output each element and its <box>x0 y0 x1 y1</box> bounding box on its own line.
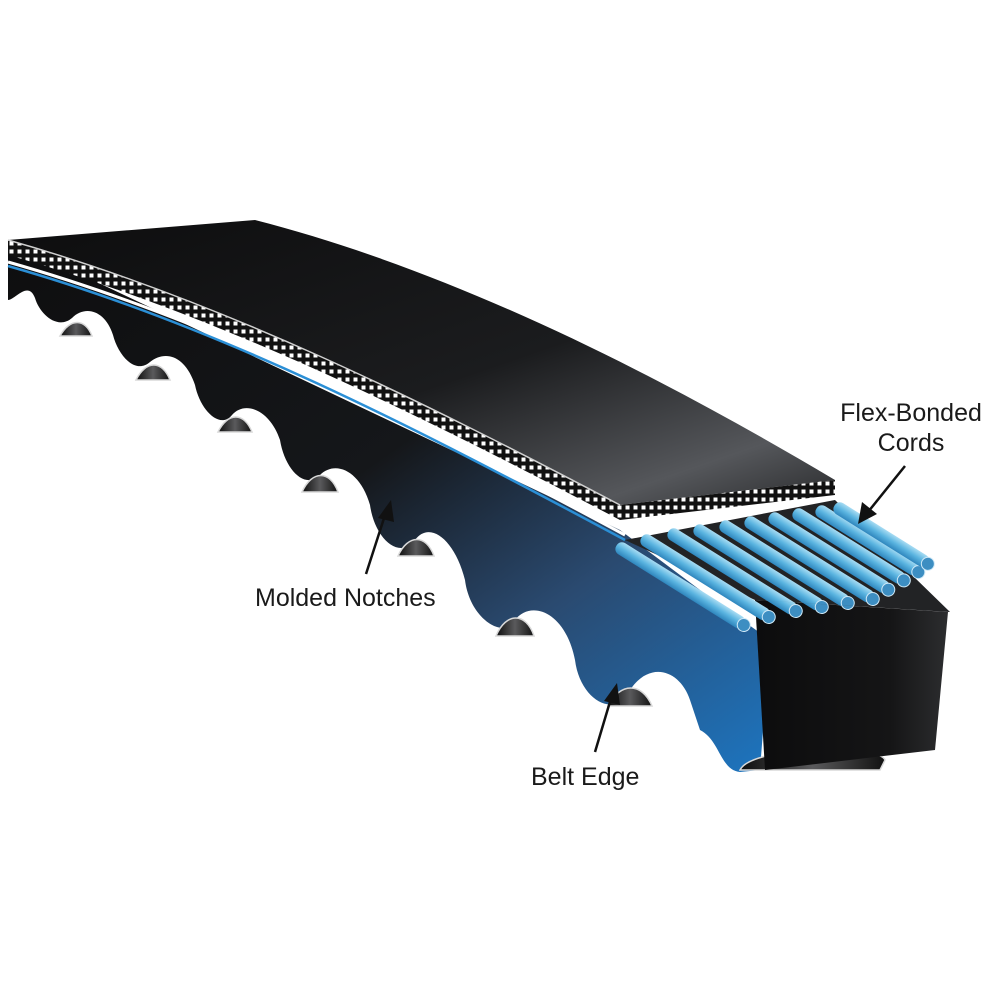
arrow-flex-bonded-cords <box>858 465 906 524</box>
label-flex-bonded-cords: Flex-Bonded Cords <box>822 398 1000 458</box>
label-molded-notches: Molded Notches <box>255 584 436 612</box>
flex-bonded-cords <box>615 502 935 633</box>
cord-line <box>7 260 626 537</box>
label-flex-bonded-cords-line2: Cords <box>877 429 945 457</box>
arrow-molded-notches <box>364 500 394 575</box>
belt-front-face <box>755 600 948 770</box>
tension-band <box>8 240 620 520</box>
label-flex-bonded-cords-line1: Flex-Bonded <box>840 399 982 427</box>
arrow-belt-edge <box>593 683 620 753</box>
label-belt-edge: Belt Edge <box>531 763 640 791</box>
belt-top-surface <box>8 220 835 505</box>
